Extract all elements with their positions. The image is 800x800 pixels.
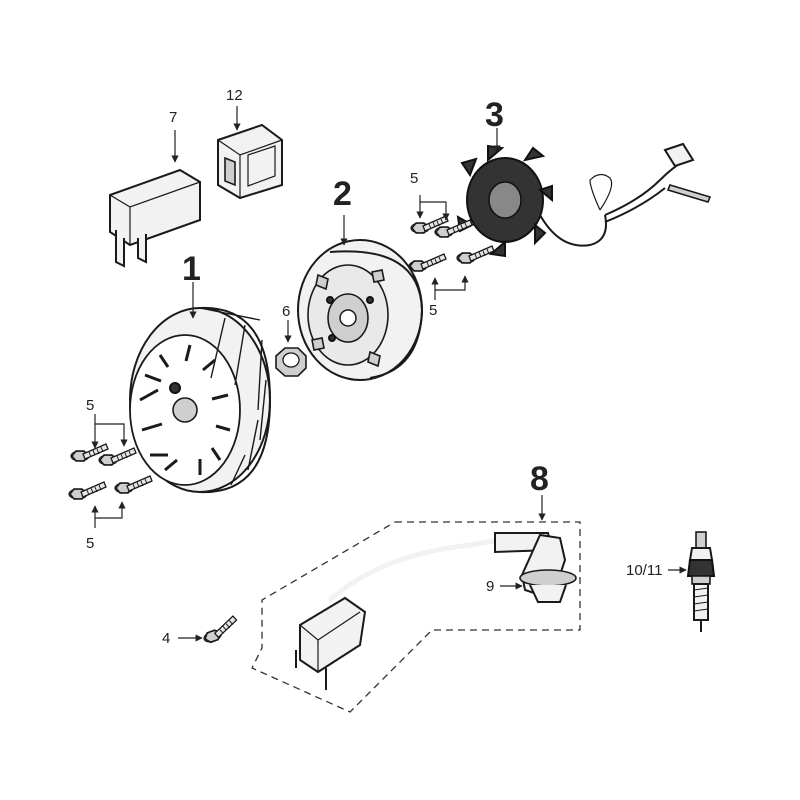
regulator-part [109,130,201,268]
label-9: 9 [486,578,494,595]
label-7: 7 [169,109,177,126]
flywheel-part [297,215,424,381]
label-5-stator-top: 5 [410,170,418,187]
label-5-fan-top: 5 [86,397,94,414]
label-10-11: 10/11 [626,562,662,579]
label-12: 12 [226,87,243,104]
fan-bolts [68,414,153,528]
cooling-fan-part [129,282,272,494]
stator-part [456,128,712,258]
nut-part [275,320,307,377]
label-5-stator-bottom: 5 [429,302,437,319]
screw-part [178,614,242,645]
connector-cover-part [217,106,283,200]
label-6: 6 [282,303,290,320]
label-2: 2 [333,175,352,213]
label-5-fan-bottom: 5 [86,535,94,552]
label-4: 4 [162,630,170,647]
label-3: 3 [485,96,504,134]
stator-bolts [408,195,495,300]
label-8: 8 [530,460,549,498]
spark-plug-part [668,531,716,632]
label-1: 1 [182,250,201,288]
ignition-coil-part [251,495,581,713]
